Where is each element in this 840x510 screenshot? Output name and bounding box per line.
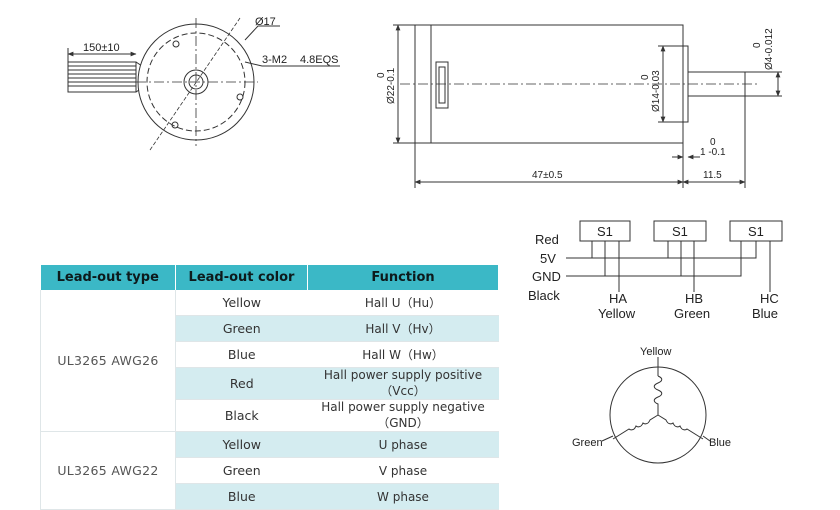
table-row: Blue Hall W（Hw） xyxy=(41,341,499,368)
label-ha-color: Yellow xyxy=(598,306,636,321)
front-view xyxy=(67,17,340,151)
header-lead-out-type: Lead-out type xyxy=(40,265,176,290)
lead-type-awg22: UL3265 AWG22 xyxy=(40,431,176,510)
table-row: UL3265 AWG26 Yellow Hall U（Hu） xyxy=(40,290,499,432)
dim-diameter-17: Ø17 xyxy=(255,16,276,28)
dim-shaft-length: 11.5 xyxy=(703,170,722,181)
label-hc-color: Blue xyxy=(752,306,778,321)
lead-color: Blue xyxy=(175,483,308,510)
lead-color: Yellow xyxy=(175,290,308,316)
sensor-box-b-label: S1 xyxy=(672,224,688,239)
dim-body-length: 47±0.5 xyxy=(532,170,563,181)
lead-function: Hall U（Hu） xyxy=(307,290,499,316)
table-row: Red Hall power supply positive（Vcc） xyxy=(41,367,499,400)
cable-bundle xyxy=(67,61,149,93)
sensor-box-a-label: S1 xyxy=(597,224,613,239)
label-5v: 5V xyxy=(540,251,556,266)
hall-circuit xyxy=(566,220,783,292)
header-function: Function xyxy=(307,265,499,290)
dim-shaft-tol-upper: 0 xyxy=(752,42,763,48)
label-ha: HA xyxy=(609,291,627,306)
label-hc: HC xyxy=(760,291,779,306)
lead-function: V phase xyxy=(307,457,499,484)
winding-diagram xyxy=(601,357,711,464)
dim-screws-depth: 4.8EQS xyxy=(300,54,339,66)
dim-cable-length: 150±10 xyxy=(83,42,120,54)
lead-color: Blue xyxy=(175,341,308,368)
dim-body-tol-upper: 0 xyxy=(376,72,387,78)
dim-step-tol-upper: 0 xyxy=(710,137,716,148)
table-row: Black Hall power supply negative（GND） xyxy=(41,399,499,432)
sensor-box-c-label: S1 xyxy=(748,224,764,239)
label-black: Black xyxy=(528,288,560,303)
lead-function: Hall V（Hv） xyxy=(307,315,499,342)
lead-function: Hall W（Hw） xyxy=(307,341,499,368)
lead-color: Green xyxy=(175,457,308,484)
dim-screws: 3-M2 xyxy=(262,54,287,66)
lead-color: Yellow xyxy=(175,431,308,458)
lead-function: U phase xyxy=(307,431,499,458)
lead-function: Hall power supply positive（Vcc） xyxy=(307,367,499,400)
label-red: Red xyxy=(535,232,559,247)
table-row: Green V phase xyxy=(41,457,499,484)
lead-function: Hall power supply negative（GND） xyxy=(307,399,499,432)
winding-right-label: Blue xyxy=(709,437,731,449)
lead-color: Red xyxy=(175,367,308,400)
lead-function: W phase xyxy=(307,483,499,510)
lead-out-table: Lead-out type Lead-out color Function UL… xyxy=(40,265,499,510)
dim-pilot-tol-upper: 0 xyxy=(640,74,651,80)
dim-shaft-diameter: Ø4-0.012 xyxy=(764,28,775,70)
table-row: UL3265 AWG22 Yellow U phase xyxy=(40,431,499,510)
winding-left-label: Green xyxy=(572,437,603,449)
label-gnd: GND xyxy=(532,269,561,284)
table-row: Green Hall V（Hv） xyxy=(41,315,499,342)
sensor-box-b xyxy=(653,220,707,242)
winding-top-label: Yellow xyxy=(640,346,671,358)
lead-color: Green xyxy=(175,315,308,342)
table-header-row: Lead-out type Lead-out color Function xyxy=(40,265,499,290)
dim-step: 1 -0.1 xyxy=(700,147,726,158)
label-hb: HB xyxy=(685,291,703,306)
header-lead-out-color: Lead-out color xyxy=(175,265,308,290)
label-hb-color: Green xyxy=(674,306,710,321)
dim-body-diameter: Ø22-0.1 xyxy=(386,67,397,104)
lead-type-awg26: UL3265 AWG26 xyxy=(40,290,176,432)
dim-pilot-diameter: Ø14-0.03 xyxy=(651,70,662,112)
lead-color: Black xyxy=(175,399,308,432)
side-view xyxy=(393,24,782,188)
